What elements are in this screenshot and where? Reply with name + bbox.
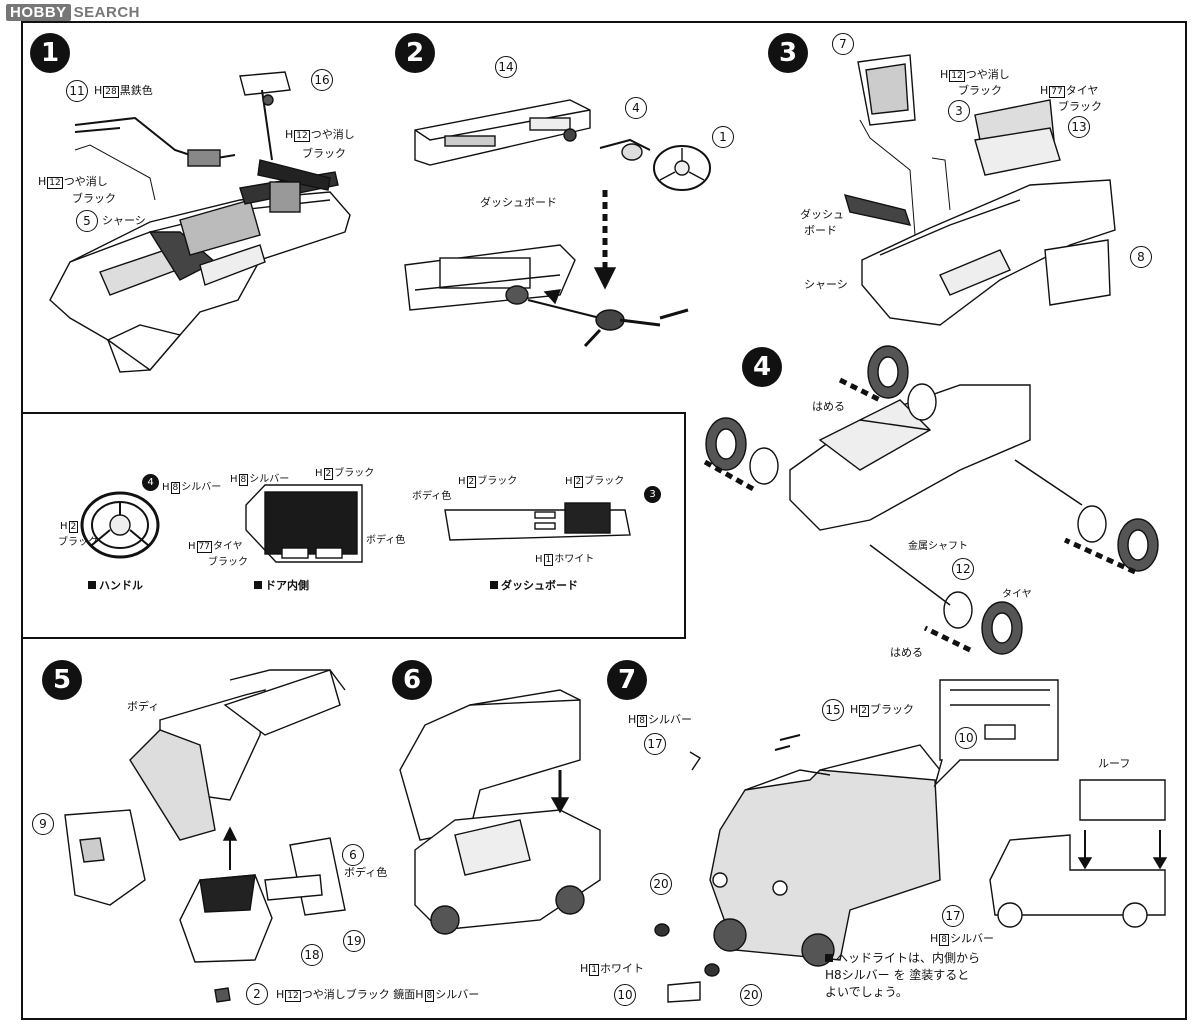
inset-painting-guide: [80, 484, 631, 563]
part-number-1: 1: [712, 126, 734, 148]
part-number-10-bottom: 10: [614, 984, 636, 1006]
step1-chassis-drawing: [49, 71, 351, 373]
part-number-7: 7: [832, 33, 854, 55]
step-number-4: 4: [742, 347, 782, 387]
step4-fit-label-bottom: はめる: [890, 646, 923, 659]
step4-drawing: [703, 345, 1159, 655]
step2-dashboard-label: ダッシュボード: [480, 196, 557, 209]
inset-door-body-color-label: ボディ色: [366, 535, 406, 546]
inset-door-h77-label-2: ブラック: [208, 557, 248, 568]
inset-dash-body-color-label: ボディ色: [412, 491, 452, 502]
inset-handle-h2-label-2: ブラック: [58, 537, 98, 548]
step3-dashboard-label: ダッシュ: [800, 208, 844, 221]
part-number-3: 3: [948, 100, 970, 122]
part-number-11: 11: [66, 80, 88, 102]
step3-h77-label-2: ブラック: [1058, 100, 1102, 113]
part-number-10-callout: 10: [955, 727, 977, 749]
step1-h12-left-label-2: ブラック: [72, 192, 116, 205]
step3-dashboard-label-2: ボード: [804, 224, 837, 237]
inset-part-4: 4: [142, 474, 159, 491]
step7-roof-label: ルーフ: [1098, 757, 1131, 770]
step-number-2: 2: [395, 33, 435, 73]
step5-body-label: ボディ: [127, 700, 160, 713]
part-number-14: 14: [495, 56, 517, 78]
part-number-5: 5: [76, 210, 98, 232]
step-number-7: 7: [607, 660, 647, 700]
step-number-6: 6: [392, 660, 432, 700]
step4-fit-label-top: はめる: [812, 400, 845, 413]
caption-door-inner: ドア内側: [254, 577, 309, 593]
step7-headlight-note: ヘッドライトは、内側から H8シルバー を 塗装すると よいでしょう。: [825, 951, 981, 999]
inset-part-3: 3: [644, 486, 661, 503]
step-number-5: 5: [42, 660, 82, 700]
caption-handle: ハンドル: [88, 577, 143, 593]
part-number-20-left: 20: [650, 873, 672, 895]
step7-drawing: [654, 679, 1168, 1003]
step-number-1: 1: [30, 33, 70, 73]
step3-h12-label-2: ブラック: [958, 84, 1002, 97]
part-number-19: 19: [343, 930, 365, 952]
part-number-4: 4: [625, 97, 647, 119]
part-number-20-bottom: 20: [740, 984, 762, 1006]
panel-borders: [21, 21, 1187, 1020]
part-number-15: 15: [822, 699, 844, 721]
part-number-17-right: 17: [942, 905, 964, 927]
part-number-12: 12: [952, 558, 974, 580]
part-number-8: 8: [1130, 246, 1152, 268]
watermark-logo: HOBBY: [6, 4, 71, 21]
step5-body-color-label: ボディ色: [344, 866, 388, 879]
caption-dashboard: ダッシュボード: [490, 577, 578, 593]
step1-h12-right-label-2: ブラック: [302, 147, 346, 160]
part-number-16: 16: [311, 69, 333, 91]
part-number-9: 9: [32, 813, 54, 835]
step1-chassis-label: シャーシ: [102, 214, 146, 227]
step3-drawing: [843, 54, 1116, 326]
step3-chassis-label: シャーシ: [804, 278, 848, 291]
step4-shaft-label: 金属シャフト: [908, 541, 968, 552]
step2-dashboard-drawing: [404, 99, 711, 348]
part-number-6: 6: [342, 844, 364, 866]
step6-drawing: [399, 689, 601, 935]
watermark-text: SEARCH: [73, 4, 141, 21]
step5-drawing: [64, 669, 346, 1003]
step4-tire-label: タイヤ: [1002, 589, 1032, 600]
part-number-13: 13: [1068, 116, 1090, 138]
step-number-3: 3: [768, 33, 808, 73]
part-number-17-top: 17: [644, 733, 666, 755]
part-number-18: 18: [301, 944, 323, 966]
part-number-2: 2: [246, 983, 268, 1005]
